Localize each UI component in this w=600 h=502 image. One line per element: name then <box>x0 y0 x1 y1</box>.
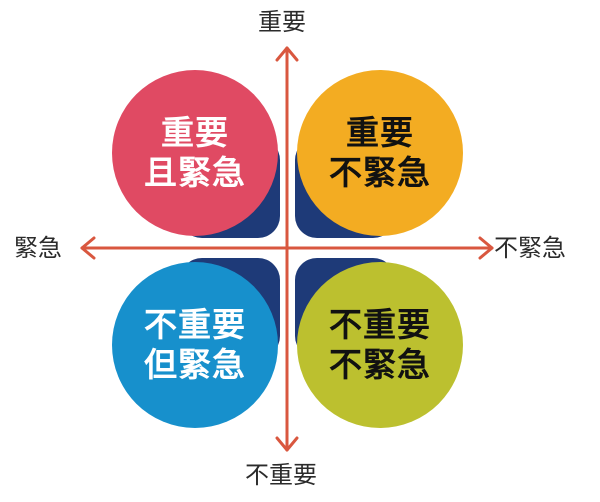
arrow-down-icon <box>275 436 299 452</box>
quadrant-line2: 不緊急 <box>329 153 431 192</box>
axis-label-urgent: 緊急 <box>14 234 62 262</box>
quadrant-line2: 但緊急 <box>144 345 246 384</box>
quadrant-line1: 不重要 <box>329 305 431 344</box>
quadrant-not-important-not-urgent: 不重要 不緊急 <box>295 258 467 432</box>
quadrant-circle: 不重要 但緊急 <box>112 262 278 428</box>
arrow-up-icon <box>275 46 299 62</box>
quadrant-circle: 不重要 不緊急 <box>297 262 463 428</box>
quadrant-line1: 不重要 <box>144 305 246 344</box>
axis-label-important: 重要 <box>258 8 306 36</box>
axis-label-not-important: 不重要 <box>245 461 317 489</box>
quadrant-line1: 重要 <box>346 113 414 152</box>
quadrant-not-important-urgent: 不重要 但緊急 <box>112 258 282 432</box>
arrow-left-icon <box>80 236 96 260</box>
quadrant-line1: 重要 <box>161 113 229 152</box>
quadrant-circle: 重要 且緊急 <box>112 70 278 236</box>
axis-label-not-urgent: 不緊急 <box>494 234 566 262</box>
quadrant-important-urgent: 重要 且緊急 <box>112 70 282 240</box>
quadrant-important-not-urgent: 重要 不緊急 <box>295 70 467 240</box>
quadrant-line2: 不緊急 <box>329 345 431 384</box>
arrow-right-icon <box>478 236 494 260</box>
quadrant-circle: 重要 不緊急 <box>297 70 463 236</box>
quadrant-line2: 且緊急 <box>144 153 246 192</box>
